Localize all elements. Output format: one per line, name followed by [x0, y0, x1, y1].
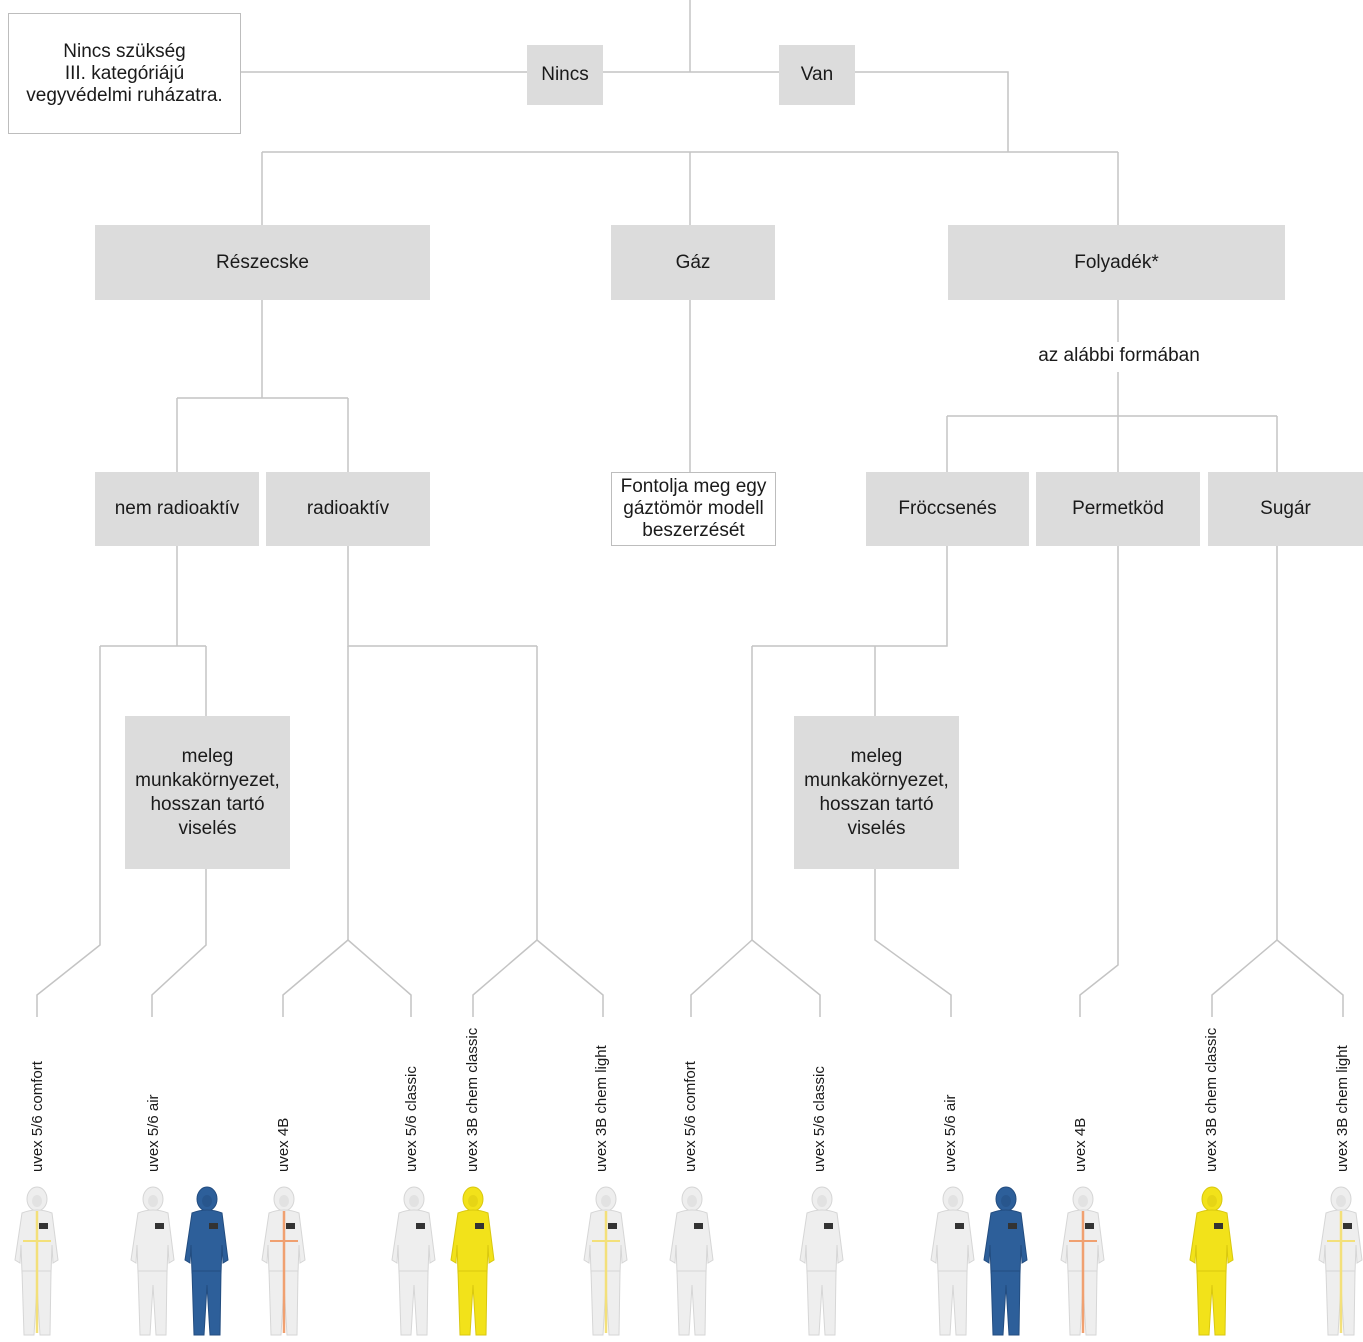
node-radioaktiv-label: radioaktív — [306, 498, 390, 519]
product-label: uvex 5/6 classic — [810, 1012, 830, 1172]
product-label-text: uvex 3B chem light — [593, 1045, 610, 1172]
product-label-text: uvex 5/6 classic — [811, 1066, 828, 1172]
coverall-white-icon — [663, 1185, 721, 1342]
connector — [151, 868, 207, 1017]
connector — [472, 939, 538, 1017]
connector — [240, 71, 1009, 152]
coverall-white-yellow-icon — [1312, 1185, 1363, 1342]
connector — [752, 545, 948, 647]
connector — [536, 939, 604, 1017]
node-gaztomor: Fontolja meg egy gáztömör modell beszerz… — [611, 472, 776, 546]
coverall-blue-icon — [178, 1185, 236, 1342]
node-reszecske: Részecske — [95, 225, 430, 300]
node-gaztomor-label: Fontolja meg egy gáztömör modell beszerz… — [620, 476, 767, 541]
connector — [282, 939, 349, 1017]
product-label: uvex 5/6 comfort — [681, 1012, 701, 1172]
node-folyadek-label: Folyadék* — [1074, 251, 1159, 273]
node-van: Van — [779, 45, 855, 105]
node-nincs: Nincs — [527, 45, 603, 105]
product-label: uvex 3B chem light — [592, 1012, 612, 1172]
connector — [1079, 545, 1119, 1017]
node-nem-radioaktiv-label: nem radioaktív — [114, 498, 240, 519]
node-radioaktiv: radioaktív — [266, 472, 430, 546]
coverall-white-icon — [793, 1185, 851, 1342]
product-label: uvex 4B — [1071, 1012, 1091, 1172]
coverall-white-icon — [924, 1185, 982, 1342]
coverall-white-orange-icon — [255, 1185, 313, 1342]
connector — [690, 939, 753, 1017]
product-label-text: uvex 5/6 air — [942, 1094, 959, 1172]
node-nincs-label: Nincs — [541, 64, 589, 85]
coverall-white-yellow-icon — [577, 1185, 635, 1342]
node-gaz: Gáz — [611, 225, 775, 300]
product-label: uvex 3B chem classic — [1202, 1012, 1222, 1172]
connector — [347, 939, 412, 1017]
node-reszecske-label: Részecske — [216, 251, 309, 273]
node-froccsenes: Fröccsenés — [866, 472, 1029, 546]
connector — [1276, 939, 1344, 1017]
node-meleg-2: meleg munkakörnyezet, hosszan tartó vise… — [794, 716, 959, 869]
product-label-text: uvex 3B chem classic — [1203, 1027, 1220, 1172]
coverall-yellow-icon — [444, 1185, 502, 1342]
product-label-text: uvex 5/6 comfort — [29, 1061, 46, 1172]
node-meleg-1-label: meleg munkakörnyezet, hosszan tartó vise… — [135, 745, 280, 839]
node-nem-radioaktiv: nem radioaktív — [95, 472, 259, 546]
node-meleg-1: meleg munkakörnyezet, hosszan tartó vise… — [125, 716, 290, 869]
product-label-text: uvex 5/6 comfort — [682, 1061, 699, 1172]
node-permetkod: Permetköd — [1036, 472, 1200, 546]
product-label: uvex 4B — [274, 1012, 294, 1172]
product-label-text: uvex 4B — [1072, 1117, 1089, 1172]
coverall-white-icon — [385, 1185, 443, 1342]
product-label: uvex 5/6 air — [144, 1012, 164, 1172]
coverall-white-yellow-icon — [8, 1185, 66, 1342]
product-label: uvex 5/6 classic — [402, 1012, 422, 1172]
node-folyadek: Folyadék* — [948, 225, 1285, 300]
connector — [874, 868, 952, 1017]
node-permetkod-label: Permetköd — [1072, 498, 1164, 519]
folyadek-caption: az alábbi formában — [1038, 345, 1200, 366]
product-label-text: uvex 3B chem light — [1334, 1045, 1351, 1172]
coverall-yellow-icon — [1183, 1185, 1241, 1342]
coverall-white-icon — [124, 1185, 182, 1342]
node-van-label: Van — [800, 64, 834, 85]
connector — [347, 545, 537, 647]
product-label: uvex 3B chem classic — [463, 1012, 483, 1172]
product-label: uvex 5/6 air — [941, 1012, 961, 1172]
product-label: uvex 3B chem light — [1333, 1012, 1353, 1172]
product-label-text: uvex 3B chem classic — [464, 1027, 481, 1172]
node-gaz-label: Gáz — [675, 251, 711, 273]
product-label-text: uvex 4B — [275, 1117, 292, 1172]
product-label: uvex 5/6 comfort — [28, 1012, 48, 1172]
node-sugar-label: Sugár — [1260, 498, 1311, 519]
connector — [1211, 939, 1278, 1017]
coverall-blue-icon — [977, 1185, 1035, 1342]
coverall-white-orange-icon — [1054, 1185, 1112, 1342]
product-label-text: uvex 5/6 air — [145, 1094, 162, 1172]
product-label-text: uvex 5/6 classic — [403, 1066, 420, 1172]
node-froccsenes-label: Fröccsenés — [898, 498, 997, 519]
connector — [751, 939, 821, 1017]
connector — [36, 646, 101, 1017]
node-meleg-2-label: meleg munkakörnyezet, hosszan tartó vise… — [804, 745, 949, 839]
no-need-text: Nincs szükség III. kategóriájú vegyvédel… — [26, 40, 223, 106]
node-sugar: Sugár — [1208, 472, 1363, 546]
no-need-box: Nincs szükség III. kategóriájú vegyvédel… — [8, 13, 241, 134]
